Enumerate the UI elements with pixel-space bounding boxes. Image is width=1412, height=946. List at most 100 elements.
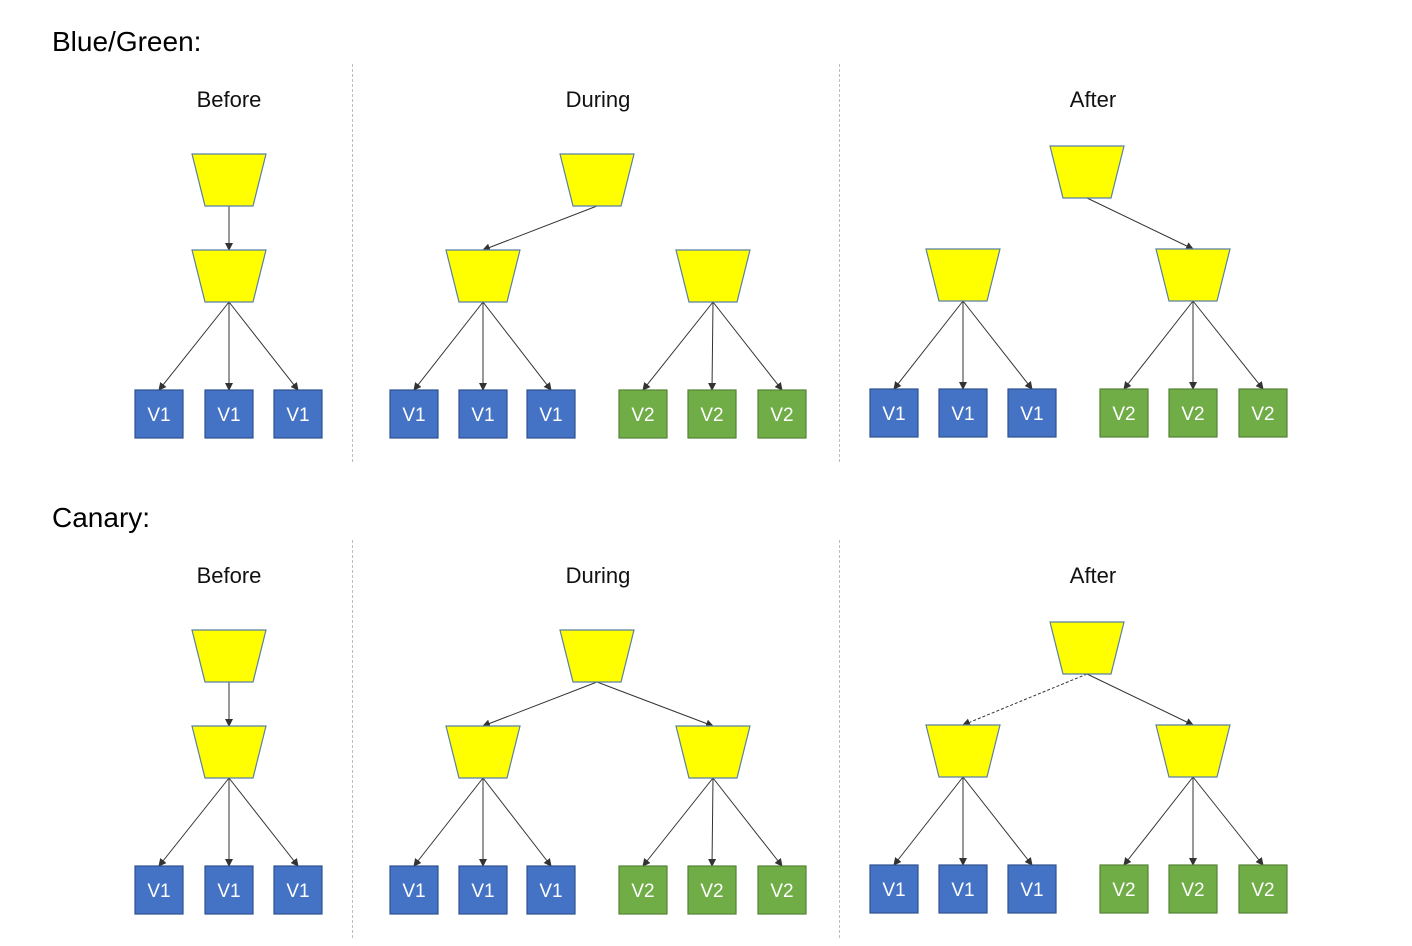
canary-during-blue-fan-edge-3 — [482, 777, 552, 867]
canary-during-v2-node-2-box — [687, 865, 737, 915]
bg-after-v1-node-1-label: V1 — [882, 404, 905, 425]
canary-after-v1-node-1-label: V1 — [882, 880, 905, 901]
bg-after-v1-node-2-box — [938, 388, 988, 438]
bg-after-v1-node-1: V1 — [869, 388, 919, 438]
bg-during-route-blue-edge — [482, 205, 598, 252]
canary-before-v1-node-3-label: V1 — [286, 881, 309, 902]
bg-during-v2-node-1-box — [618, 389, 668, 439]
bg-after-v1-node-2: V1 — [938, 388, 988, 438]
bg-during-green-fan-edge-3 — [712, 301, 783, 391]
canary-after-green-balancer — [1155, 724, 1231, 778]
bg-after-top-balancer — [1049, 145, 1125, 199]
bg-after-v2-node-2-box — [1168, 388, 1218, 438]
canary-after-v1-node-3: V1 — [1007, 864, 1057, 914]
canary-after-v1-node-2-box — [938, 864, 988, 914]
canary-during-blue-fan-edge-1 — [413, 777, 484, 867]
bg-during-v2-node-1: V2 — [618, 389, 668, 439]
bg-during-v2-node-3: V2 — [757, 389, 807, 439]
canary-before-v1-node-2-box — [204, 865, 254, 915]
canary-during-v1-node-2: V1 — [458, 865, 508, 915]
bg-after-v1-node-2-label: V1 — [951, 404, 974, 425]
bg-before-v1-node-1-box — [134, 389, 184, 439]
canary-after-v1-node-2-label: V1 — [951, 880, 974, 901]
canary-during-v2-node-3-label: V2 — [770, 881, 793, 902]
bg-before-top-balancer — [191, 153, 267, 207]
canary-before-v1-node-2: V1 — [204, 865, 254, 915]
canary-after-v1-node-3-label: V1 — [1020, 880, 1043, 901]
bg-during-v1-node-3-box — [526, 389, 576, 439]
bg-after-v2-node-2: V2 — [1168, 388, 1218, 438]
section-title-canary: Canary: — [52, 502, 151, 533]
bg-during-v1-node-2-box — [458, 389, 508, 439]
canary-after-v1-node-3-box — [1007, 864, 1057, 914]
divider-canary-1 — [352, 540, 353, 938]
bg-during-v2-node-3-box — [757, 389, 807, 439]
bg-during-green-fan-edge-1 — [642, 301, 714, 391]
canary-before-v1-node-1: V1 — [134, 865, 184, 915]
bg-during-v2-node-2: V2 — [687, 389, 737, 439]
canary-during-v2-node-2-label: V2 — [700, 881, 723, 902]
bg-during-v1-node-1-label: V1 — [402, 405, 425, 426]
bg-during-v1-node-3-label: V1 — [539, 405, 562, 426]
bg-after-blue-fan-edge-1 — [893, 300, 964, 390]
canary-after-v2-node-1-label: V2 — [1112, 880, 1135, 901]
bg-after-v1-node-3-box — [1007, 388, 1057, 438]
bg-after-blue-fan-edge-3 — [962, 300, 1033, 390]
bg-during-label: During — [565, 87, 631, 112]
bg-during-blue-fan-edge-3 — [482, 301, 552, 391]
canary-after-v2-node-3-box — [1238, 864, 1288, 914]
canary-before-label: Before — [196, 563, 262, 588]
canary-after-v1-node-1-box — [869, 864, 919, 914]
canary-during-v1-node-2-box — [458, 865, 508, 915]
bg-before-v1-node-1: V1 — [134, 389, 184, 439]
canary-during-v2-node-3-box — [757, 865, 807, 915]
canary-during-green-fan-edge-1 — [642, 777, 714, 867]
canary-before-fan-edge-1 — [158, 777, 230, 867]
canary-after-green-fan-edge-1 — [1123, 776, 1194, 866]
canary-during-v2-node-3: V2 — [757, 865, 807, 915]
divider-bg-2 — [839, 64, 840, 462]
canary-before-env-balancer — [191, 725, 267, 779]
canary-after-top-balancer — [1049, 621, 1125, 675]
bg-after-v1-node-3-label: V1 — [1020, 404, 1043, 425]
canary-during-v1-node-1-box — [389, 865, 439, 915]
canary-during-v1-node-3-label: V1 — [539, 881, 562, 902]
bg-before-fan-edge-3 — [228, 301, 299, 391]
bg-during-v1-node-3: V1 — [526, 389, 576, 439]
canary-during-v1-node-3: V1 — [526, 865, 576, 915]
bg-before-v1-node-2: V1 — [204, 389, 254, 439]
canary-during-v1-node-2-label: V1 — [471, 881, 494, 902]
bg-after-v1-node-1-box — [869, 388, 919, 438]
canary-after-v2-node-1: V2 — [1099, 864, 1149, 914]
canary-after-v2-node-2: V2 — [1168, 864, 1218, 914]
divider-bg-1 — [352, 64, 353, 462]
section-title-blue-green: Blue/Green: — [52, 26, 202, 57]
canary-during-route-blue-edge — [482, 681, 598, 728]
bg-after-v2-node-3-box — [1238, 388, 1288, 438]
bg-before-v1-node-2-label: V1 — [217, 405, 240, 426]
bg-during-green-balancer — [675, 249, 751, 303]
bg-before-label: Before — [196, 87, 262, 112]
canary-before-v1-node-2-label: V1 — [217, 881, 240, 902]
canary-before-v1-node-1-box — [134, 865, 184, 915]
bg-after-v2-node-1-label: V2 — [1112, 404, 1135, 425]
canary-during-label: During — [565, 563, 631, 588]
canary-after-blue-fan-edge-1 — [893, 776, 964, 866]
bg-after-v2-node-1: V2 — [1099, 388, 1149, 438]
bg-during-v1-node-2: V1 — [458, 389, 508, 439]
bg-after-v2-node-3: V2 — [1238, 388, 1288, 438]
bg-during-blue-fan-edge-1 — [413, 301, 484, 391]
canary-after-v2-node-1-box — [1099, 864, 1149, 914]
bg-during-top-balancer — [559, 153, 635, 207]
canary-during-top-balancer — [559, 629, 635, 683]
canary-during-v2-node-2: V2 — [687, 865, 737, 915]
bg-after-green-fan-edge-3 — [1192, 300, 1264, 390]
canary-after-label: After — [1069, 563, 1117, 588]
canary-after-route-green-edge — [1086, 673, 1194, 726]
canary-during-v1-node-3-box — [526, 865, 576, 915]
bg-after-v1-node-3: V1 — [1007, 388, 1057, 438]
canary-during-v1-node-1: V1 — [389, 865, 439, 915]
bg-during-v2-node-2-box — [687, 389, 737, 439]
bg-after-blue-balancer — [925, 248, 1001, 302]
bg-during-v1-node-1-box — [389, 389, 439, 439]
